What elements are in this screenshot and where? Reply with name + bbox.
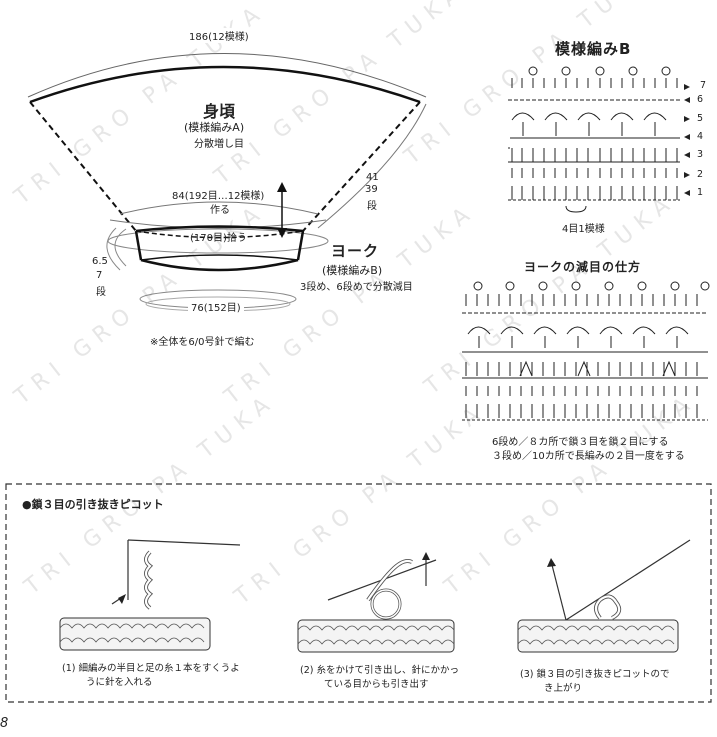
yoke-decrease-note-row6: 6段め／８カ所で鎖３目を鎖２目にする — [492, 437, 669, 448]
yoke-side-rows: 7 — [96, 270, 103, 281]
picot-step-number: (1) — [62, 663, 76, 674]
picot-step-line1: 糸をかけて引き出し、針にかかっ — [316, 665, 460, 676]
yoke-pickup-label: (170目)拾う — [190, 233, 247, 244]
bodice-side-rows: 39 — [365, 184, 378, 195]
pattern-b-row-label: 7 — [700, 80, 707, 91]
picot-step-line1: 鎖３目の引き抜きピコットので — [536, 669, 670, 680]
pattern-b-row-label: 6 — [697, 94, 704, 105]
yoke-side-rows-unit: 段 — [96, 287, 106, 298]
pattern-b-row-label: 2 — [697, 169, 704, 180]
yoke-title: ヨーク — [331, 242, 380, 260]
bodice-title: 身頃 — [203, 102, 236, 121]
picot-step-line2: き上がり — [544, 683, 583, 694]
picot-step-line1: 細編みの半目と足の糸１本をすくうよ — [78, 663, 240, 674]
chain-action-label: 作る — [210, 205, 230, 216]
picot-step-line2: ている目からも引き出す — [324, 679, 429, 690]
yoke-pattern: (模様編みB) — [322, 264, 383, 277]
top-width-label: 186(12模様) — [186, 28, 252, 43]
bodice-increase-note: 分散増し目 — [194, 139, 244, 150]
pattern-b-title: 模様編みB — [555, 40, 632, 58]
pattern-b-row-label: 1 — [697, 187, 704, 198]
yoke-side-length: 6.5 — [92, 256, 108, 267]
pattern-b-row-label: 4 — [697, 131, 704, 142]
yoke-decrease-title: ヨークの減目の仕方 — [524, 260, 642, 274]
picot-title: ●鎖３目の引き抜きピコット — [22, 498, 164, 511]
chain-count-label: 84(192目…12模様) — [172, 191, 265, 202]
picot-step-number: (3) — [520, 669, 534, 680]
bodice-side-length: 41 — [366, 172, 379, 183]
yoke-bottom-width: 76(152目) — [188, 299, 244, 314]
pattern-b-repeat-note: 4目1模様 — [562, 224, 605, 235]
yoke-decrease-note: 3段め、6段めで分散減目 — [300, 282, 413, 293]
picot-step-line2: うに針を入れる — [86, 677, 153, 688]
picot-step-2: (2) 糸をかけて引き出し、針にかかっ ている目からも引き出す — [300, 662, 459, 690]
bodice-side-rows-unit: 段 — [367, 201, 377, 212]
picot-step-3: (3) 鎖３目の引き抜きピコットので き上がり — [520, 666, 670, 694]
page-number: 8 — [0, 716, 9, 731]
yoke-decrease-note-row3: ３段め／10カ所で長編みの２目一度をする — [492, 451, 685, 462]
picot-step-number: (2) — [300, 665, 314, 676]
pattern-b-row-label: 5 — [697, 113, 704, 124]
pattern-b-row-label: 3 — [697, 149, 704, 160]
bodice-pattern: (模様編みA) — [184, 121, 245, 134]
picot-step-1: (1) 細編みの半目と足の糸１本をすくうよ うに針を入れる — [62, 660, 240, 688]
needle-note: ※全体を6/0号針で編む — [150, 337, 255, 348]
